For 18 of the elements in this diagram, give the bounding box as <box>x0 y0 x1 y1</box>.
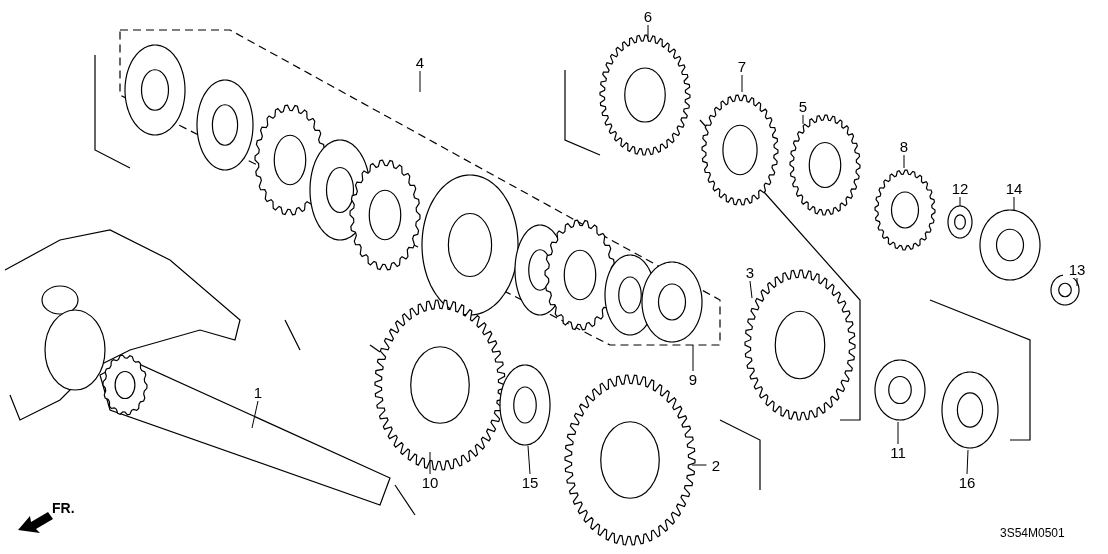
leader-line <box>251 400 259 429</box>
leader-line <box>897 421 899 445</box>
leader-line <box>419 70 421 93</box>
leader-line <box>749 280 753 299</box>
leader-line <box>741 74 743 93</box>
leader-line <box>903 154 905 169</box>
leader-line <box>966 449 969 475</box>
leader-line <box>1076 277 1078 287</box>
leader-line <box>802 114 804 125</box>
direction-label: FR. <box>52 500 75 516</box>
leader-line <box>647 24 649 39</box>
leader-line <box>692 344 694 372</box>
leader-line <box>1013 196 1015 211</box>
leader-line <box>959 196 961 207</box>
drawing-code: 3S54M0501 <box>1000 526 1065 540</box>
leader-line <box>527 445 531 475</box>
leader-line <box>429 451 431 475</box>
leader-line <box>691 464 707 466</box>
